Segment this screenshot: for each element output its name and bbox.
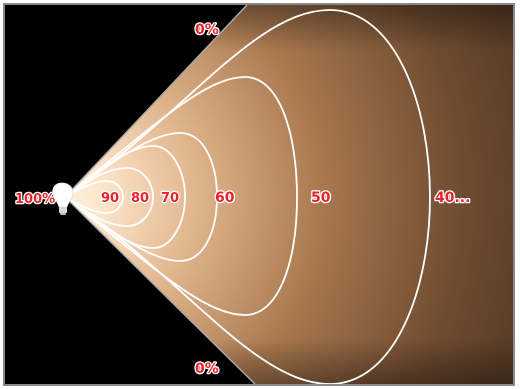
contour-70 (65, 145, 186, 249)
contour-50 (65, 76, 298, 316)
source-intensity-label: 100% (15, 192, 55, 207)
contour-80 (65, 167, 154, 227)
contour-60 (65, 132, 218, 262)
contour-label-80: 80 (131, 191, 149, 206)
light-falloff-diagram: 100% 0% 0% 90 80 70 60 50 40... (5, 5, 513, 384)
contour-40 (65, 9, 431, 384)
isolux-contours (65, 9, 431, 384)
edge-label-top: 0% (195, 22, 219, 38)
contour-label-50: 50 (311, 190, 331, 206)
contour-label-40: 40... (435, 190, 470, 206)
contour-label-90: 90 (101, 191, 119, 206)
beam-edge-bottom (64, 196, 256, 384)
lightbulb-icon (52, 182, 74, 215)
contour-label-70: 70 (161, 191, 179, 206)
contour-label-60: 60 (215, 190, 235, 206)
edge-label-bottom: 0% (195, 361, 219, 377)
diagram-frame: 100% 0% 0% 90 80 70 60 50 40... (3, 3, 515, 386)
beam-edge-top (64, 5, 248, 198)
contour-90 (65, 180, 124, 214)
